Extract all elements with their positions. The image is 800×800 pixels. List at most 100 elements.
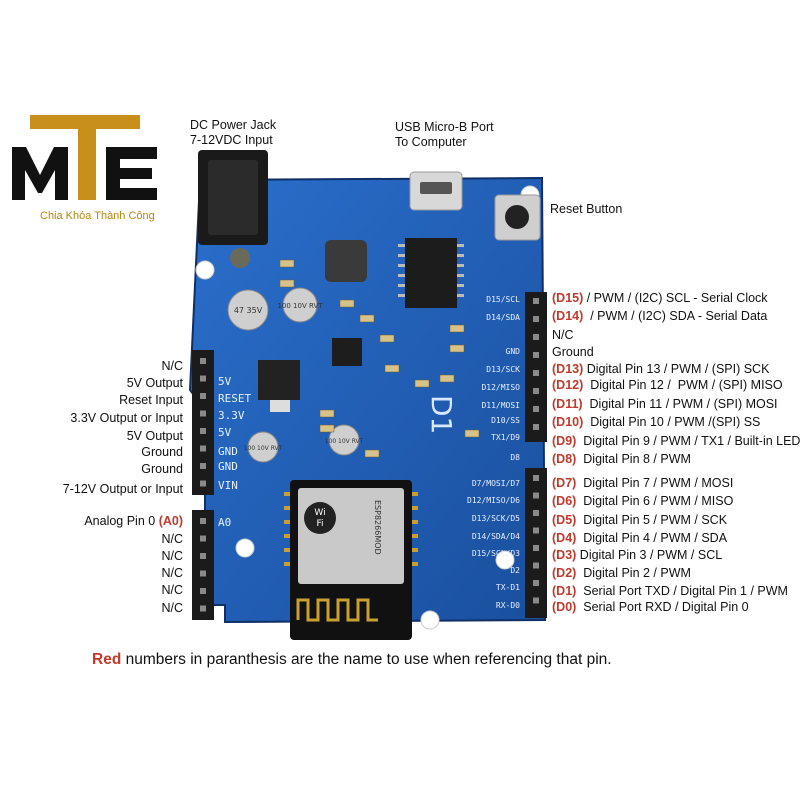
silk-label: D14/SDA/D4: [472, 532, 520, 541]
pin-name: (D0): [552, 600, 577, 614]
mount-hole: [195, 260, 215, 280]
right-pin-label: (D10) Digital Pin 10 / PWM /(SPI) SS: [552, 415, 760, 429]
mount-hole: [495, 550, 515, 570]
module-model-text: ESP8266MOD: [373, 500, 382, 555]
right-pin-label: (D12) Digital Pin 12 / PWM / (SPI) MISO: [552, 378, 783, 392]
right-pin-label: (D3) Digital Pin 3 / PWM / SCL: [552, 548, 722, 562]
pin-description: Digital Pin 5 / PWM / SCK: [576, 513, 728, 527]
inductor: [325, 240, 367, 282]
footer-red-word: Red: [92, 651, 122, 668]
header-pin: [533, 527, 539, 534]
header-pin: [533, 580, 539, 586]
pin-description: Digital Pin 2 / PWM: [576, 566, 691, 580]
header-pin: [533, 597, 539, 604]
pin-description: Digital Pin 10 / PWM /(SPI) SS: [583, 415, 761, 429]
cap-label: 100 10V RVT: [325, 438, 364, 445]
wifi-text: Fi: [316, 519, 323, 529]
left-silkscreen: 5V RESET 3.3V 5V GND GND VIN A0: [218, 375, 251, 529]
small-ic: [332, 338, 362, 366]
silk-label: D13/SCK: [486, 365, 520, 374]
pin-name: (D10): [552, 415, 584, 429]
right-pin-label: (D13) Digital Pin 13 / PWM / (SPI) SCK: [552, 362, 769, 376]
silk-label: D11/MOSI: [481, 401, 520, 410]
left-pin-label: N/C: [161, 532, 183, 546]
pin-description: Serial Port RXD / Digital Pin 0: [576, 600, 749, 614]
pin-description: 7-12V Output or Input: [62, 482, 183, 496]
header-pin: [533, 298, 539, 304]
logo-letter-e: [106, 147, 157, 200]
header-pin: [200, 428, 206, 434]
cap-label: 100 10V RVT: [277, 302, 323, 310]
header-pin: [200, 393, 206, 399]
right-pin-label: (D15) / PWM / (I2C) SCL - Serial Clock: [552, 291, 768, 305]
silk-label: D13/SCK/D5: [472, 514, 520, 523]
pin-description: Digital Pin 9 / PWM / TX1 / Built-in LED: [576, 434, 800, 448]
pin-name: (D8): [552, 452, 577, 466]
silk-label: TX-D1: [496, 583, 520, 592]
left-pin-label: N/C: [161, 601, 183, 615]
left-pin-label: 5V Output: [127, 429, 183, 443]
silk-label: D10/SS: [491, 416, 520, 425]
silk-label: 5V: [218, 375, 232, 388]
pin-description: Digital Pin 7 / PWM / MOSI: [576, 476, 734, 490]
cap-label: 47 35V: [234, 306, 263, 315]
right-pin-label: (D14) / PWM / (I2C) SDA - Serial Data: [552, 309, 767, 323]
right-pin-label: (D6) Digital Pin 6 / PWM / MISO: [552, 494, 733, 508]
pin-description: N/C: [161, 532, 183, 546]
right-silkscreen: D15/SCL D14/SDA GND D13/SCK D12/MISO D11…: [467, 295, 520, 610]
pin-description: Digital Pin 11 / PWM / (SPI) MOSI: [582, 397, 778, 411]
pin-description: 3.3V Output or Input: [70, 411, 183, 425]
header-pin: [533, 545, 539, 551]
capacitor: 100 10V RVT: [325, 424, 364, 456]
pin-description: Digital Pin 13 / PWM / (SPI) SCK: [583, 362, 770, 376]
logo-t-stem: [78, 129, 96, 200]
pin-name: (D2): [552, 566, 577, 580]
silk-label: D12/MISO: [481, 383, 520, 392]
usb-label: USB Micro-B Port To Computer: [395, 120, 494, 150]
mount-hole: [420, 610, 440, 630]
mount-hole: [235, 538, 255, 558]
pin-description: N/C: [161, 359, 183, 373]
usb-chip: [405, 238, 457, 308]
header-pin: [533, 562, 539, 569]
footer-note: Red numbers in paranthesis are the name …: [92, 651, 612, 669]
header-pin: [533, 424, 539, 430]
wemos-d1-board: 47 35V 100 10V RVT 100 10V RVT 100 10V R…: [188, 150, 547, 640]
mte-logo: [12, 115, 162, 225]
header-pin: [200, 570, 206, 577]
logo-letter-m: [12, 147, 68, 200]
silk-label: 5V: [218, 426, 232, 439]
left-pin-label: 5V Output: [127, 376, 183, 390]
board-name: D1: [425, 395, 458, 434]
pin-name: (D11): [552, 397, 583, 411]
pin-name: (A0): [158, 514, 183, 528]
dc-jack-line2: 7-12VDC Input: [190, 133, 273, 147]
usb-line2: To Computer: [395, 135, 467, 149]
left-analog-header: [192, 510, 214, 620]
pin-description: Reset Input: [119, 393, 183, 407]
pin-description: Ground: [141, 462, 183, 476]
reset-button-label: Reset Button: [550, 202, 623, 216]
pin-description: N/C: [161, 583, 183, 597]
right-pin-label: (D11) Digital Pin 11 / PWM / (SPI) MOSI: [552, 397, 778, 411]
footer-rest: numbers in paranthesis are the name to u…: [121, 651, 612, 668]
header-pin: [200, 358, 206, 364]
cap-label: 100 10V RVT: [244, 445, 283, 452]
silk-label: D15/SCL: [486, 295, 520, 304]
regulator: [258, 360, 300, 400]
left-pin-label: N/C: [161, 359, 183, 373]
smd-parts: [279, 259, 480, 458]
esp-shield: [298, 488, 404, 584]
silk-label: D15/SCL/D3: [472, 549, 520, 558]
header-pin: [200, 535, 206, 542]
pin-description: 5V Output: [126, 429, 183, 443]
header-pin: [200, 445, 206, 452]
pin-description: Digital Pin 6 / PWM / MISO: [576, 494, 734, 508]
pin-description: N/C: [161, 601, 183, 615]
pin-description: Ground: [552, 345, 594, 359]
header-pin: [533, 388, 539, 394]
header-pin: [533, 370, 539, 376]
header-pin: [200, 410, 206, 417]
pin-description: / PWM / (I2C) SDA - Serial Data: [583, 309, 768, 323]
right-pin-label: (D0) Serial Port RXD / Digital Pin 0: [552, 600, 749, 614]
